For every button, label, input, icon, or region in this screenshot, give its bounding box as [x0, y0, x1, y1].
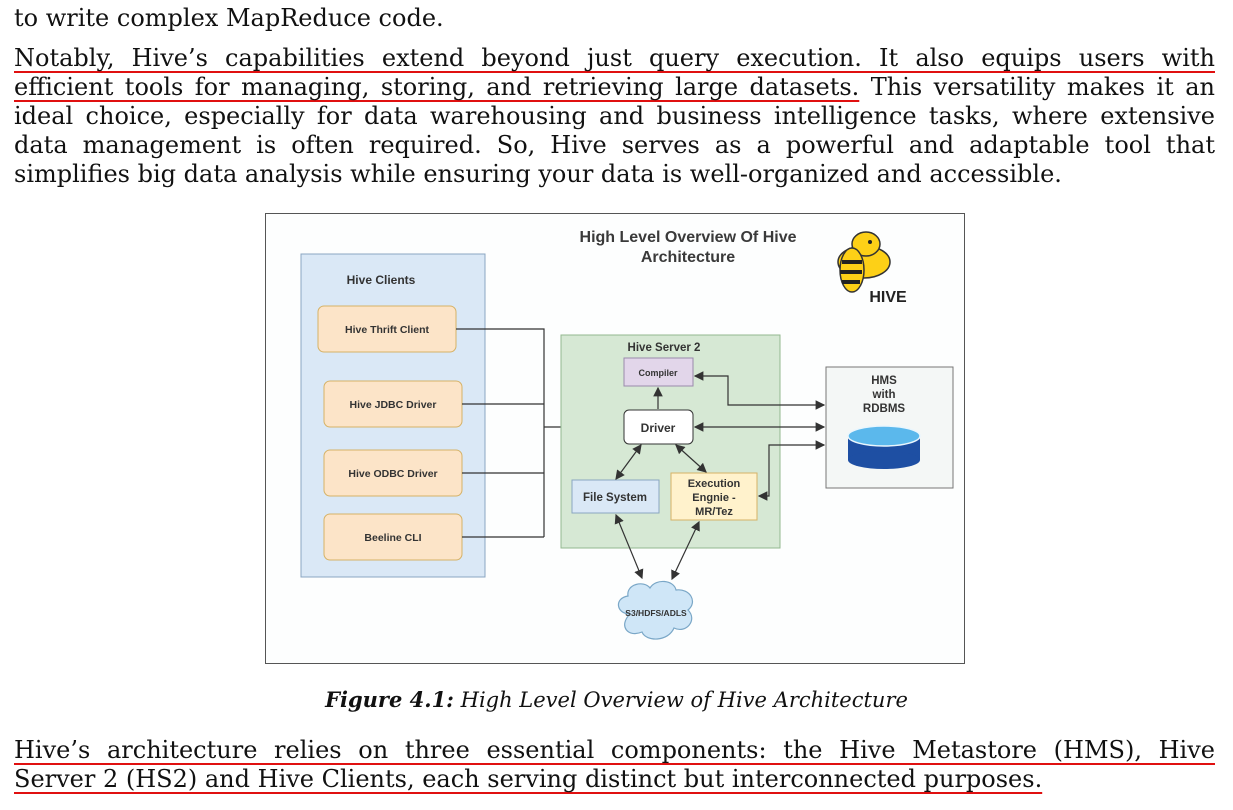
text-line-underlined: Server 2 (HS2) and Hive Clients, each se… — [14, 765, 1043, 793]
hms-label-1: HMS — [871, 375, 897, 387]
text-line: ideal choice, especially for data wareho… — [14, 102, 1215, 130]
hms-label-2: with — [872, 389, 896, 401]
caption-label: Figure 4.1: — [325, 687, 454, 712]
text-line: data management is often required. So, H… — [14, 131, 1215, 159]
logo-text: HIVE — [869, 289, 907, 306]
cloud-storage-icon: S3/HDFS/ADLS — [617, 580, 693, 640]
compiler-label: Compiler — [638, 368, 678, 378]
hive-clients-title: Hive Clients — [347, 273, 416, 287]
file-system-label: File System — [583, 492, 647, 504]
paragraph-architecture-components: Hive’s architecture relies on three esse… — [14, 736, 1215, 794]
text-line: to write complex MapReduce code. — [14, 4, 444, 32]
hms-label-3: RDBMS — [863, 403, 905, 415]
text-line-underlined: Hive’s architecture relies on three esse… — [14, 736, 1215, 764]
figure-title-line1: High Level Overview Of Hive — [580, 229, 797, 246]
compiler-box — [623, 357, 694, 387]
database-icon — [847, 425, 921, 469]
architecture-diagram: High Level Overview Of Hive Architecture… — [300, 229, 954, 640]
figure-caption: Figure 4.1: High Level Overview of Hive … — [0, 687, 1233, 712]
storage-arrows — [614, 513, 700, 581]
client-thrift-label: Hive Thrift Client — [345, 324, 430, 336]
text-line-rest: This versatility makes it an — [859, 73, 1215, 101]
architecture-figure: High Level Overview Of Hive Architecture… — [265, 213, 965, 664]
client-beeline-label: Beeline CLI — [364, 532, 421, 544]
driver-box — [623, 409, 694, 445]
client-odbc-label: Hive ODBC Driver — [348, 468, 437, 480]
driver-label: Driver — [641, 421, 676, 435]
execution-engine-label-2: Engnie - — [692, 492, 736, 504]
hms-arrows — [693, 371, 826, 501]
execution-engine-label-3: MR/Tez — [695, 506, 733, 518]
execution-engine-box — [670, 472, 758, 521]
file-system-box — [571, 479, 660, 514]
paragraph-intro-tail: to write complex MapReduce code. — [14, 4, 1215, 33]
underlined-phrase: efficient tools for managing, storing, a… — [14, 73, 860, 101]
server-arrows — [615, 386, 707, 480]
text-line: efficient tools for managing, storing, a… — [14, 73, 1215, 102]
client-jdbc-label: Hive JDBC Driver — [350, 399, 437, 411]
hive-logo-icon: HIVE — [837, 231, 907, 306]
caption-text: High Level Overview of Hive Architecture — [453, 688, 908, 712]
storage-label: S3/HDFS/ADLS — [625, 608, 687, 618]
figure-title-line2: Architecture — [641, 249, 735, 266]
text-line: simplifies big data analysis while ensur… — [14, 160, 1062, 188]
execution-engine-label-1: Execution — [688, 478, 741, 490]
text-line-underlined: Notably, Hive’s capabilities extend beyo… — [14, 44, 1215, 72]
paragraph-hive-capabilities: Notably, Hive’s capabilities extend beyo… — [14, 44, 1215, 189]
hive-server2-title: Hive Server 2 — [628, 342, 701, 354]
